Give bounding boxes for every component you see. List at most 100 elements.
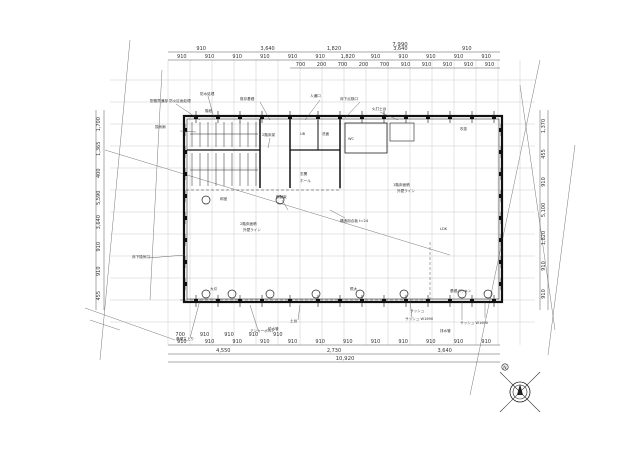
dimension-label: 910: [288, 54, 298, 60]
annotation: 大引: [210, 286, 218, 291]
room-label: 和室: [220, 196, 228, 201]
dimension-label: 910: [462, 46, 472, 52]
foundation-vent-markers: [201, 195, 493, 299]
dimension-label: 910: [541, 177, 547, 187]
annotation: 構造用合板 t=24: [340, 218, 369, 223]
dimension-label: 910: [426, 339, 436, 345]
vent-marker: [201, 289, 211, 299]
dimension-label: 910: [481, 339, 491, 345]
annotation: 配管貫通部 防火区画処理: [150, 98, 191, 103]
dimension-label: 910: [315, 339, 325, 345]
dimension-label: 910: [422, 62, 432, 68]
annotation: 基礎立上り: [176, 336, 194, 341]
vent-marker: [483, 289, 493, 299]
dimension-label: 1,820: [341, 54, 355, 60]
dimension-label: 910: [541, 289, 547, 299]
annotation: サッシュ W1690: [405, 316, 434, 321]
room-label: 1階床面積: [393, 182, 410, 187]
dimension-label: 910: [249, 332, 259, 338]
dimension-label: 910: [371, 339, 381, 345]
dimension-label: 910: [196, 46, 206, 52]
dimension-label: 910: [401, 62, 411, 68]
annotation: 排水管: [440, 328, 451, 333]
room-label: 外壁ライン: [243, 227, 261, 232]
vent-marker: [457, 289, 467, 299]
room-label: WC: [348, 137, 355, 141]
annotation: 2階床梁: [262, 132, 275, 137]
dimension-label: 910: [232, 54, 242, 60]
dimension-label: 5,590: [96, 191, 102, 205]
dimension-label: 910: [260, 54, 270, 60]
dimension-label: 910: [224, 332, 234, 338]
vent-marker: [355, 289, 365, 299]
north-label: N: [503, 365, 506, 371]
annotation: 床下点検口: [340, 96, 358, 101]
site-boundary-lines: [84, 39, 576, 396]
top-dimensions-row-3: 700 200 700 200 700 910 910 910 910 910: [296, 62, 495, 68]
dimension-label: 910: [398, 54, 408, 60]
vent-marker: [265, 289, 275, 299]
annotation: 人通口: [310, 93, 321, 98]
dimension-label: 910: [200, 332, 210, 338]
dimension-label: 910: [260, 339, 270, 345]
dimension-label: 910: [481, 54, 491, 60]
vent-marker: [311, 289, 321, 299]
dimension-label: 700: [296, 62, 306, 68]
room-label: ホール: [300, 178, 311, 183]
dimension-label: 3,640: [438, 348, 452, 354]
annotation: 火打土台: [372, 106, 387, 111]
dimension-label: 910: [177, 54, 187, 60]
annotation: 防水処理: [200, 91, 215, 96]
dimension-label: 910: [96, 266, 102, 276]
dimension-label: 910: [398, 339, 408, 345]
dimension-label: 910: [464, 62, 474, 68]
annotation: サッシュ W1690: [460, 320, 489, 325]
annotation: アンカーボルト: [250, 328, 275, 333]
dimension-label: 1,820: [541, 231, 547, 245]
dimension-frame: [95, 51, 549, 363]
dimension-label: 700: [338, 62, 348, 68]
stair-hatching: [190, 122, 258, 186]
dimension-label: 10,920: [336, 356, 355, 362]
dimension-label: 200: [317, 62, 327, 68]
vent-marker: [399, 289, 409, 299]
vent-marker: [201, 195, 211, 205]
dimension-label: 700: [175, 332, 185, 338]
top-total-dimension: 7,990: [392, 42, 408, 48]
north-arrow: N: [499, 363, 541, 413]
room-label: 階段: [205, 108, 213, 113]
dimension-label: 200: [359, 62, 369, 68]
dimension-label: 910: [205, 339, 215, 345]
dimension-label: 910: [371, 54, 381, 60]
vent-marker: [275, 195, 285, 205]
dimension-label: 910: [96, 242, 102, 252]
room-label: LDK: [440, 227, 448, 231]
callout-leaders: [147, 95, 486, 339]
dimension-label: 1,820: [327, 46, 341, 52]
dimension-label: 2,730: [327, 348, 341, 354]
dimension-label: 700: [380, 62, 390, 68]
room-label: サッシュ: [410, 308, 425, 313]
dimension-label: 910: [443, 62, 453, 68]
dimension-label: 910: [232, 339, 242, 345]
annotation: 床下換気口: [132, 254, 150, 259]
dimension-label: 910: [485, 62, 495, 68]
room-label: 玄関: [300, 171, 308, 176]
annotation: 根太: [350, 286, 358, 291]
dimension-label: 1,370: [541, 119, 547, 133]
room-labels: 1階床面積 外壁ライン 2階床面積 外壁ライン 階段 玄関 ホール UB 洗面 …: [205, 108, 468, 313]
dimension-label: 3,640: [96, 215, 102, 229]
dimension-label: 5,100: [541, 203, 547, 217]
annotation: 鋼製束: [276, 194, 287, 199]
dimension-label: 910: [205, 54, 215, 60]
dimension-label: 455: [541, 149, 547, 159]
room-label: 洗面: [322, 131, 330, 136]
